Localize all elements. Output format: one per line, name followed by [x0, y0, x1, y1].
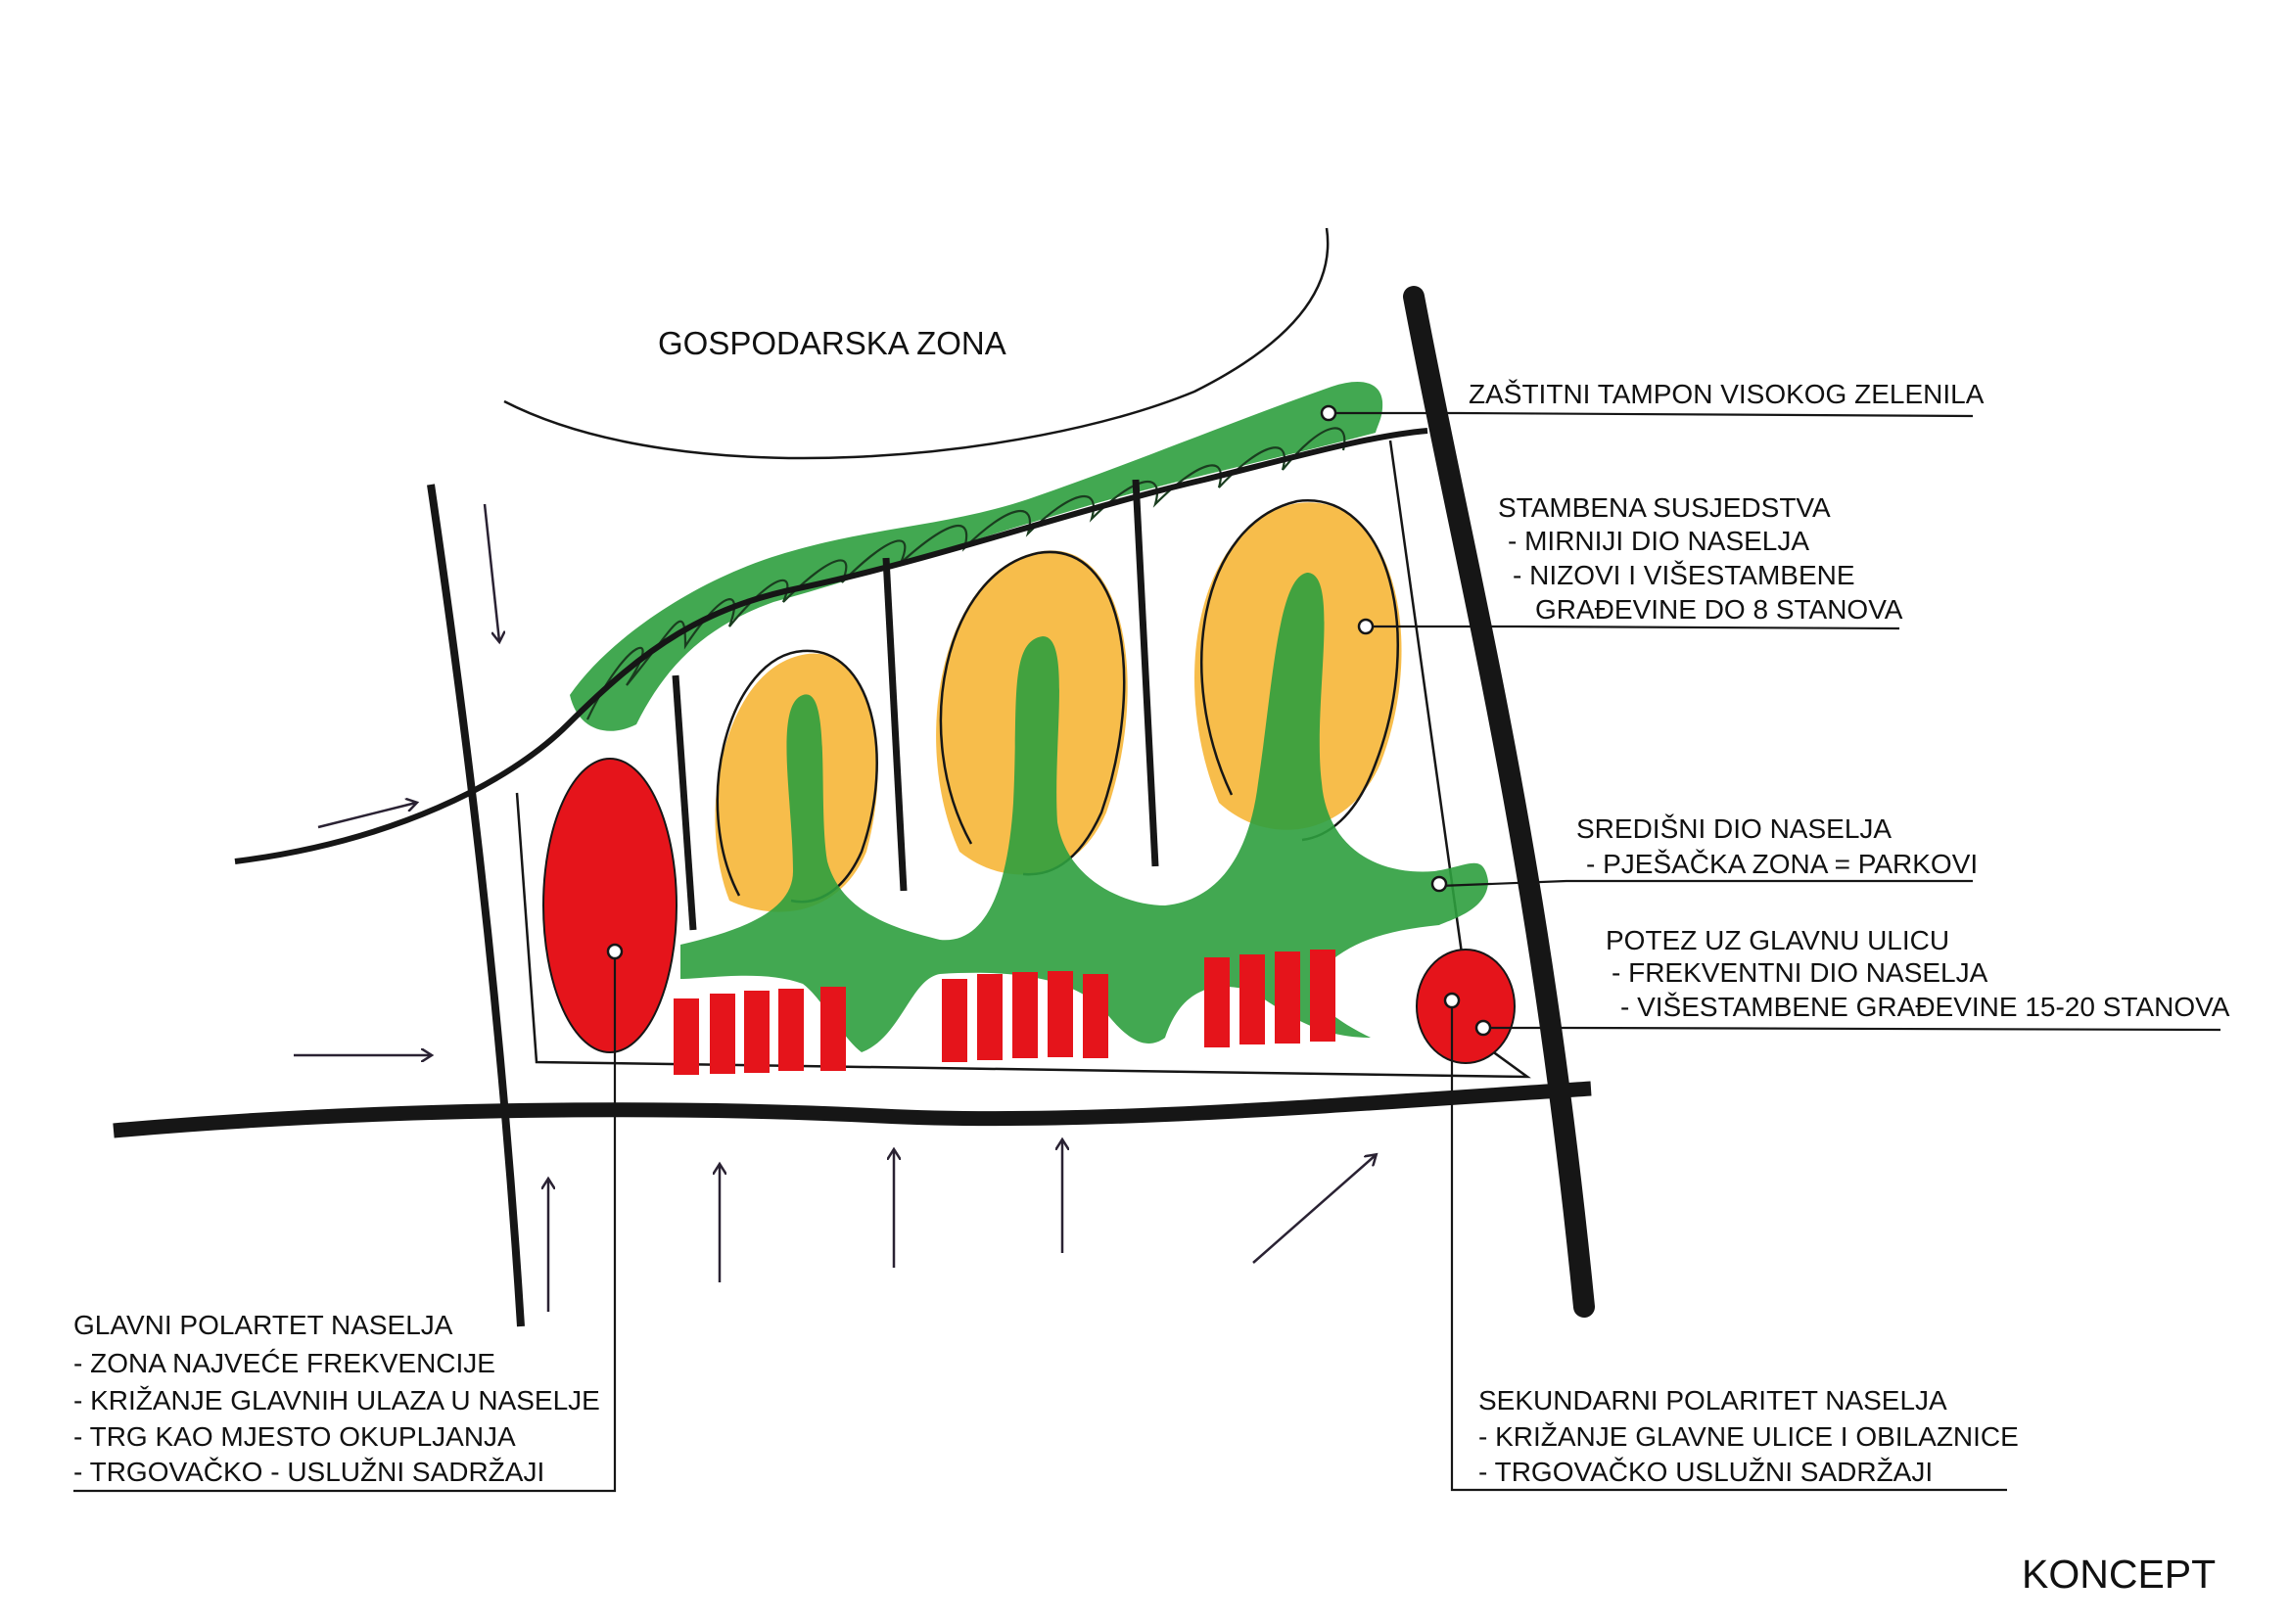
- label-central: SREDIŠNI DIO NASELJA - PJEŠAČKA ZONA = P…: [1576, 813, 1978, 879]
- label-buffer: ZAŠTITNI TAMPON VISOKOG ZELENILA: [1469, 379, 1985, 409]
- label-main-polarity: GLAVNI POLARTET NASELJA - ZONA NAJVEĆE F…: [73, 1310, 600, 1487]
- leader-residential: [1366, 625, 1900, 630]
- svg-text:SREDIŠNI DIO NASELJA: SREDIŠNI DIO NASELJA: [1576, 813, 1892, 844]
- svg-text:SEKUNDARNI POLARITET NASELJA: SEKUNDARNI POLARITET NASELJA: [1478, 1385, 1947, 1415]
- economic-zone-label: GOSPODARSKA ZONA: [658, 325, 1006, 361]
- leader-markers: [606, 404, 1492, 1037]
- arrow-down-left-street: [483, 503, 499, 641]
- left-street: [427, 484, 525, 1327]
- multistorey-buildings: [674, 950, 1335, 1075]
- svg-text:- KRIŽANJE GLAVNIH ULAZA U NAS: - KRIŽANJE GLAVNIH ULAZA U NASELJE: [73, 1385, 600, 1415]
- leader-buffer: [1329, 411, 1974, 418]
- flow-arrows: [294, 503, 1376, 1312]
- residential-lobe-outlines: [716, 499, 1399, 904]
- svg-text:GRAĐEVINE DO 8 STANOVA: GRAĐEVINE DO 8 STANOVA: [1535, 594, 1903, 625]
- main-street: [113, 1081, 1592, 1138]
- svg-text:- ZONA NAJVEĆE FREKVENCIJE: - ZONA NAJVEĆE FREKVENCIJE: [73, 1348, 495, 1378]
- main-polarity-ellipse: [542, 758, 678, 1053]
- svg-text:ZAŠTITNI TAMPON VISOKOG ZELENI: ZAŠTITNI TAMPON VISOKOG ZELENILA: [1469, 379, 1985, 409]
- upper-street: [234, 428, 1428, 864]
- svg-text:- TRG KAO MJESTO OKUPLJANJA: - TRG KAO MJESTO OKUPLJANJA: [73, 1421, 516, 1452]
- right-bypass: [1403, 286, 1595, 1318]
- leader-secondary-polarity: [1450, 1000, 2007, 1492]
- arrow-upper-entry: [317, 803, 416, 829]
- label-main-street: POTEZ UZ GLAVNU ULICU - FREKVENTNI DIO N…: [1606, 925, 2230, 1022]
- leader-main-street: [1483, 1026, 2221, 1032]
- arrow-diagonal: [1252, 1155, 1376, 1264]
- diagram-title: KONCEPT: [2022, 1552, 2216, 1597]
- label-secondary-polarity: SEKUNDARNI POLARITET NASELJA - KRIŽANJE …: [1478, 1385, 2019, 1487]
- label-residential: STAMBENA SUSJEDSTVA - MIRNIJI DIO NASELJ…: [1498, 492, 1903, 625]
- svg-text:STAMBENA SUSJEDSTVA: STAMBENA SUSJEDSTVA: [1498, 492, 1831, 523]
- svg-text:- TRGOVAČKO USLUŽNI SADRŽAJI: - TRGOVAČKO USLUŽNI SADRŽAJI: [1478, 1457, 1933, 1487]
- leader-central: [1438, 879, 1973, 888]
- svg-text:GLAVNI POLARTET NASELJA: GLAVNI POLARTET NASELJA: [73, 1310, 453, 1340]
- svg-text:- PJEŠAČKA ZONA = PARKOVI: - PJEŠAČKA ZONA = PARKOVI: [1586, 849, 1978, 879]
- svg-text:- NIZOVI I VIŠESTAMBENE: - NIZOVI I VIŠESTAMBENE: [1513, 560, 1855, 590]
- secondary-polarity-ellipse: [1416, 949, 1516, 1064]
- economic-zone-arc: [503, 227, 1330, 460]
- leader-main-polarity: [73, 951, 617, 1493]
- block-dividers: [672, 479, 1159, 931]
- svg-text:- TRGOVAČKO - USLUŽNI SADRŽAJI: - TRGOVAČKO - USLUŽNI SADRŽAJI: [73, 1457, 544, 1487]
- leader-lines: [73, 411, 2221, 1493]
- central-green-spine: [680, 573, 1488, 1052]
- svg-text:- VIŠESTAMBENE GRAĐEVINE 15-20: - VIŠESTAMBENE GRAĐEVINE 15-20 STANOVA: [1620, 992, 2230, 1022]
- svg-text:POTEZ UZ GLAVNU ULICU: POTEZ UZ GLAVNU ULICU: [1606, 925, 1949, 955]
- green-buffer-band: [570, 382, 1383, 731]
- settlement-outline: [515, 440, 1531, 1079]
- svg-text:- KRIŽANJE GLAVNE ULICE I OBIL: - KRIŽANJE GLAVNE ULICE I OBILAZNICE: [1478, 1421, 2019, 1452]
- svg-text:- FREKVENTNI DIO NASELJA: - FREKVENTNI DIO NASELJA: [1612, 957, 1988, 988]
- svg-text:- MIRNIJI DIO NASELJA: - MIRNIJI DIO NASELJA: [1508, 526, 1809, 556]
